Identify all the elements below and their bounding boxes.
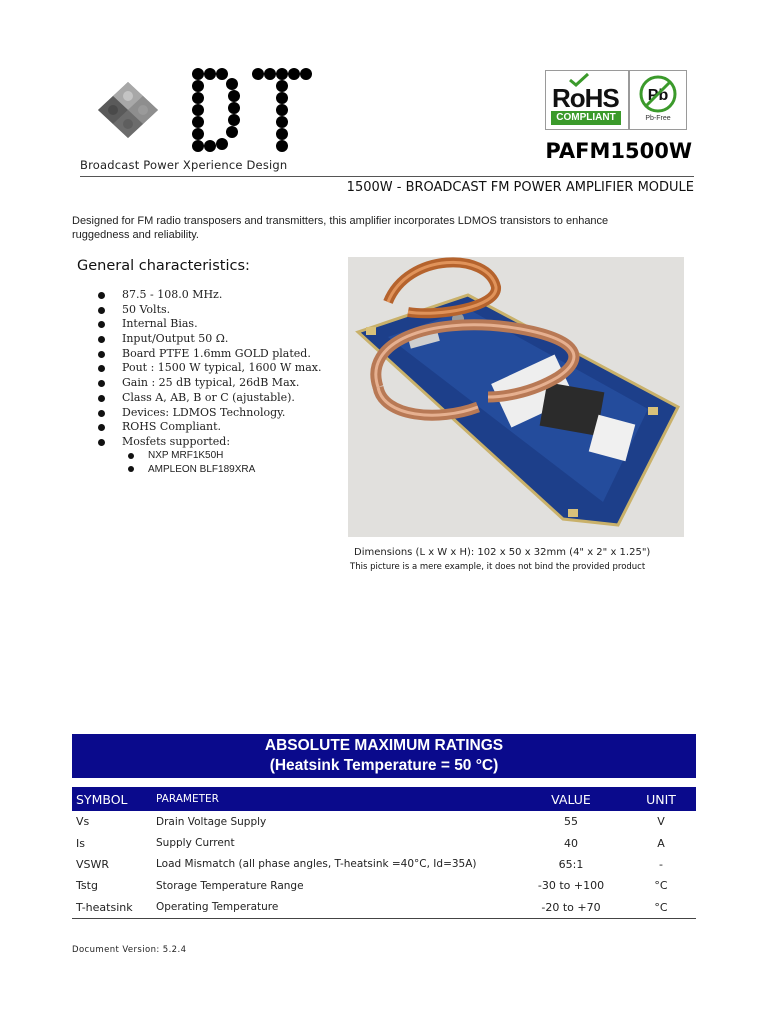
value-cell: 40 [564,836,578,850]
list-item: Class A, AB, B or C (ajustable). [98,391,321,406]
dimensions-caption: Dimensions (L x W x H): 102 x 50 x 32mm … [354,547,651,558]
characteristics-heading: General characteristics: [77,258,250,274]
table-header-row: SYMBOL PARAMETER VALUE UNIT [72,787,696,811]
table-row: VSWR Load Mismatch (all phase angles, T-… [72,854,696,875]
header-divider [80,176,694,177]
mosfet-list: NXP MRF1K50H AMPLEON BLF189XRA [128,449,255,476]
column-header-unit: UNIT [626,787,696,811]
rohs-compliant-label: COMPLIANT [551,111,621,125]
product-photo [348,257,684,537]
product-subtitle: 1500W - BROADCAST FM POWER AMPLIFIER MOD… [346,180,694,195]
rohs-label: RoHS [552,83,620,113]
value-cell: 65:1 [558,857,584,871]
logo-letter-d [192,68,240,152]
parameter-cell: Storage Temperature Range [156,879,304,892]
column-header-value: VALUE [516,787,626,811]
checkmark-icon [569,73,590,87]
list-item: 50 Volts. [98,303,321,318]
symbol-cell: Tstg [76,879,98,893]
pb-free-label: Pb-Free [645,115,671,122]
value-cell: -20 to +70 [516,896,626,919]
column-header-parameter: PARAMETER [156,787,516,811]
list-item: Mosfets supported: [98,435,321,450]
logo-letter-t [252,68,312,152]
value-cell: -30 to +100 [537,879,605,893]
logo-tagline: Broadcast Power Xperience Design [80,158,288,172]
photo-disclaimer: This picture is a mere example, it does … [350,562,646,572]
document-version: Document Version: 5.2.4 [72,945,187,955]
dt-logo-graphic [98,68,312,152]
list-item: ROHS Compliant. [98,420,321,435]
ratings-title-line1: ABSOLUTE MAXIMUM RATINGS [264,737,504,754]
symbol-cell: VSWR [76,857,110,871]
list-item: Pout : 1500 W typical, 1600 W max. [98,361,321,376]
ratings-title: ABSOLUTE MAXIMUM RATINGS (Heatsink Tempe… [72,734,696,778]
intro-text: Designed for FM radio transposers and tr… [72,215,609,241]
parameter-cell: Operating Temperature [156,896,516,919]
table-row: Is Supply Current 40 A [72,832,696,853]
table-row: T-heatsink Operating Temperature -20 to … [72,896,696,919]
pb-free-badge: Pb Pb-Free [629,70,687,130]
parameter-cell: Supply Current [156,837,235,850]
pb-free-icon: Pb [639,75,677,113]
symbol-cell: T-heatsink [72,896,156,919]
unit-cell: V [657,815,665,829]
symbol-cell: Is [76,836,85,850]
table-row: Tstg Storage Temperature Range -30 to +1… [72,875,696,896]
list-item: Input/Output 50 Ω. [98,332,321,347]
column-header-symbol: SYMBOL [72,787,156,811]
unit-cell: °C [626,896,696,919]
parameter-cell: Drain Voltage Supply [156,815,267,828]
table-row: Vs Drain Voltage Supply 55 V [72,811,696,832]
unit-cell: A [657,836,665,850]
model-number: PAFM1500W [545,139,692,163]
list-item: NXP MRF1K50H [128,449,255,463]
unit-cell: °C [654,879,668,893]
symbol-cell: Vs [76,815,90,829]
rohs-badge: RoHS COMPLIANT [545,70,629,130]
list-item: Devices: LDMOS Technology. [98,406,321,421]
characteristics-list: 87.5 - 108.0 MHz. 50 Volts. Internal Bia… [98,288,321,450]
list-item: 87.5 - 108.0 MHz. [98,288,321,303]
list-item: Board PTFE 1.6mm GOLD plated. [98,347,321,362]
list-item: AMPLEON BLF189XRA [128,463,255,477]
list-item: Gain : 25 dB typical, 26dB Max. [98,376,321,391]
value-cell: 55 [564,815,578,829]
ratings-table: SYMBOL PARAMETER VALUE UNIT Vs Drain Vol… [72,787,696,919]
puzzle-logo-icon [98,82,158,138]
parameter-cell: Load Mismatch (all phase angles, T-heats… [156,858,477,871]
list-item: Internal Bias. [98,317,321,332]
unit-cell: - [659,857,663,871]
ratings-title-line2: (Heatsink Temperature = 50 °C) [269,757,499,774]
